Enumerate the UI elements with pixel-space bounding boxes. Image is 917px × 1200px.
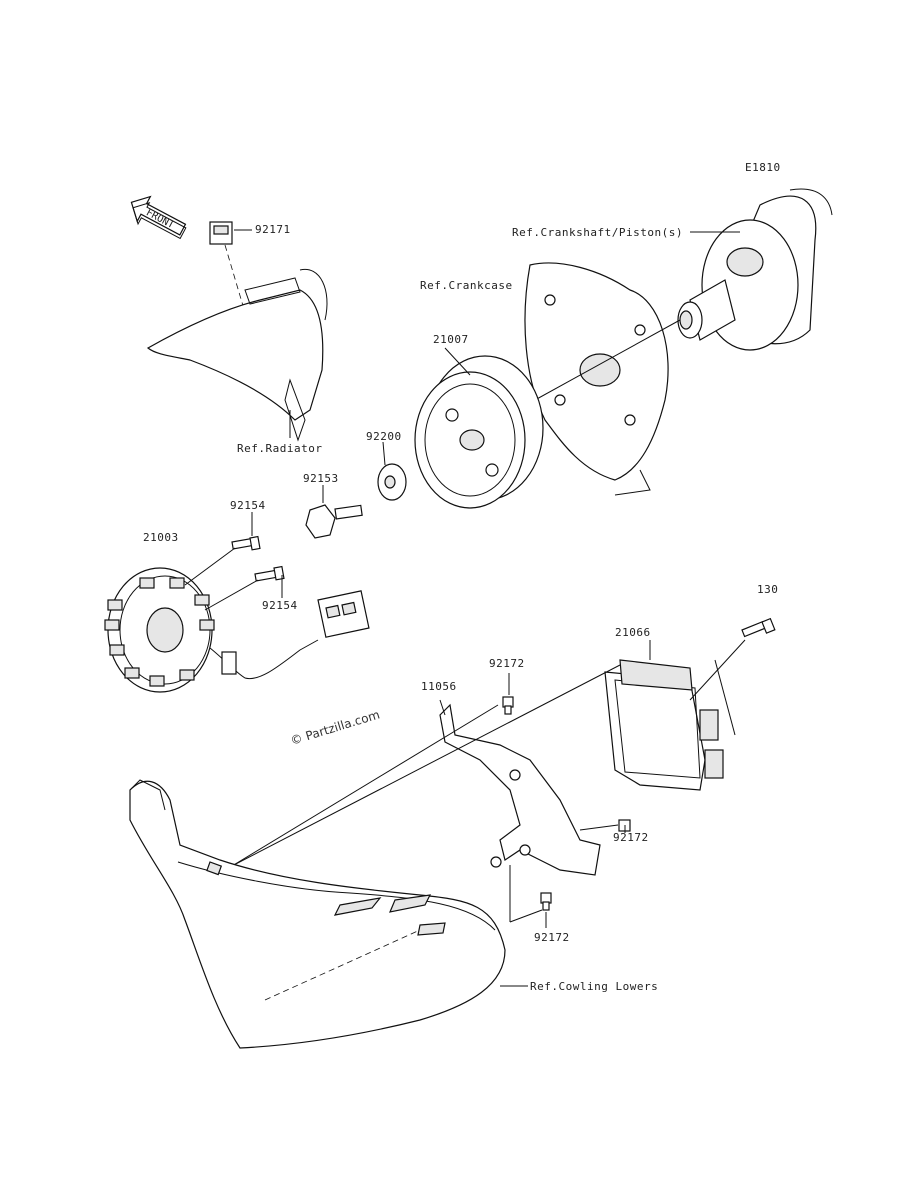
bolt-92153 — [305, 504, 363, 539]
part-21003-label: 21003 — [143, 531, 179, 544]
part-130-label: 130 — [757, 583, 778, 596]
crankshaft-ref-part — [677, 188, 833, 351]
part-92172-bottom-label: 92172 — [534, 931, 570, 944]
radiator-ref-part — [146, 268, 328, 442]
bolt-92154-top — [231, 535, 261, 551]
washer-92200 — [377, 463, 407, 501]
part-21066-label: 21066 — [615, 626, 651, 639]
bolt-92154-mid — [254, 565, 285, 582]
stator-connector — [317, 590, 370, 638]
part-92172-right-label: 92172 — [613, 831, 649, 844]
wire-grommet — [221, 651, 237, 675]
mount-line-cowling-bracket — [231, 704, 499, 867]
part-92171-label: 92171 — [255, 223, 291, 236]
regulator-21066 — [604, 659, 724, 791]
bolt-92172-top — [502, 696, 514, 715]
part-92154-top-label: 92154 — [230, 499, 266, 512]
ref-crankcase-label: Ref.Crankcase — [420, 279, 513, 292]
bolt-130 — [741, 617, 776, 638]
part-92154-mid-label: 92154 — [262, 599, 298, 612]
diagram-code: E1810 — [745, 161, 781, 174]
watermark: © Partzilla.com — [289, 707, 382, 747]
rotor-21007 — [414, 355, 544, 509]
cowling-lower-ref-part — [129, 779, 506, 1049]
stator-bolt-line-2 — [204, 579, 259, 611]
bracket-to-bolt-line-2 — [509, 909, 543, 923]
part-92172-top-label: 92172 — [489, 657, 525, 670]
part-21007-label: 21007 — [433, 333, 469, 346]
rotor-leader — [444, 347, 471, 376]
mount-line-cowling-regulator — [227, 664, 621, 869]
crankcase-axis-line — [534, 319, 681, 401]
part-92200-label: 92200 — [366, 430, 402, 443]
cowling-dash-line — [264, 929, 421, 1001]
ref-cowling-label: Ref.Cowling Lowers — [530, 980, 658, 993]
crankcase-ref-part — [524, 262, 669, 496]
part-92153-label: 92153 — [303, 472, 339, 485]
part-11056-label: 11056 — [421, 680, 457, 693]
ref-radiator-label: Ref.Radiator — [237, 442, 322, 455]
regulator-connector-line — [714, 659, 736, 736]
bracket-11056 — [439, 703, 601, 876]
front-arrow-icon: FRONT — [130, 195, 187, 240]
bolt-92172-bottom — [540, 892, 552, 911]
stator-bolt-line-1 — [184, 547, 236, 586]
ref-crankshaft-label: Ref.Crankshaft/Piston(s) — [512, 226, 683, 239]
bolt-92172-right-line — [579, 824, 619, 831]
bracket-leader — [439, 699, 446, 716]
washer-leader — [382, 441, 386, 466]
clip-92171 — [209, 221, 233, 245]
stator-21003 — [104, 567, 215, 693]
